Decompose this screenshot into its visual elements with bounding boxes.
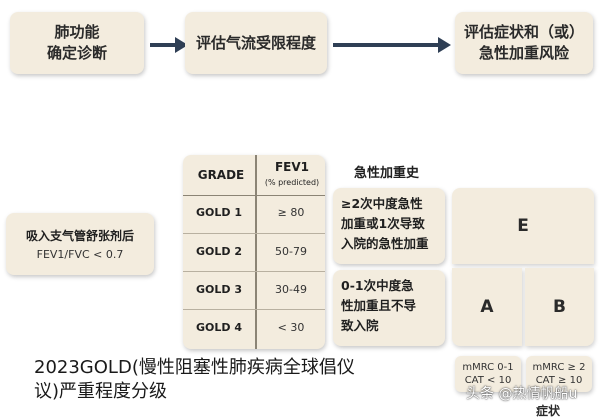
table-header: GRADE FEV1 (% predicted) <box>183 155 325 196</box>
watermark: 头条 @热情帆船u <box>466 386 578 402</box>
fev-cell: ≥ 80 <box>277 206 305 219</box>
grade-cell: GOLD 1 <box>195 206 242 219</box>
grade-cell: GOLD 3 <box>195 283 242 296</box>
bronchodilator-title: 吸入支气管舒张剂后 <box>25 229 134 243</box>
arrow-right-icon <box>333 37 451 53</box>
grade-cell: GOLD 2 <box>195 245 242 258</box>
col-header-grade: GRADE <box>197 168 245 182</box>
gold-grade-table: GRADE FEV1 (% predicted) GOLD 1 ≥ 80 GOL… <box>183 155 325 349</box>
group-e-cell: E <box>452 188 594 264</box>
table-row: GOLD 3 30-49 <box>183 271 325 310</box>
col-header-fev1-label: FEV1 <box>274 160 310 174</box>
grade-cell: GOLD 4 <box>195 321 242 334</box>
table-divider <box>255 155 257 349</box>
symptoms-high-box: mMRC ≥ 2 CAT ≥ 10 <box>526 356 592 392</box>
exacerbation-low-box: 0-1次中度急 性加重且不导 致入院 <box>333 270 445 346</box>
group-b-cell: B <box>525 268 594 346</box>
symptoms-label: 症状 <box>536 404 561 418</box>
table-row: GOLD 1 ≥ 80 <box>183 195 325 233</box>
flow-step-airflow: 评估气流受限程度 <box>185 12 327 74</box>
col-header-fev1-sub: (% predicted) <box>264 178 320 187</box>
fev-cell: < 30 <box>277 321 305 334</box>
exacerbation-high-box: ≥2次中度急性 加重或1次导致 入院的急性加重 <box>333 188 445 264</box>
fev-cell: 50-79 <box>275 245 307 258</box>
flow-step-symptoms-risk: 评估症状和（或） 急性加重风险 <box>455 12 593 74</box>
table-row: GOLD 2 50-79 <box>183 233 325 272</box>
bronchodilator-criterion: FEV1/FVC < 0.7 <box>36 248 124 261</box>
group-a-cell: A <box>452 268 522 346</box>
col-header-fev1: FEV1 (% predicted) <box>259 160 325 190</box>
flow-step-diagnosis: 肺功能 确定诊断 <box>10 12 144 74</box>
table-row: GOLD 4 < 30 <box>183 309 325 348</box>
caption: 2023GOLD(慢性阻塞性肺疾病全球倡仪议)严重程度分级 <box>34 357 355 402</box>
bronchodilator-box: 吸入支气管舒张剂后 FEV1/FVC < 0.7 <box>6 213 154 275</box>
arrow-right-icon <box>150 37 188 53</box>
fev-cell: 30-49 <box>275 283 307 296</box>
symptoms-low-box: mMRC 0-1 CAT < 10 <box>455 356 521 392</box>
exacerbation-header: 急性加重史 <box>354 166 420 181</box>
